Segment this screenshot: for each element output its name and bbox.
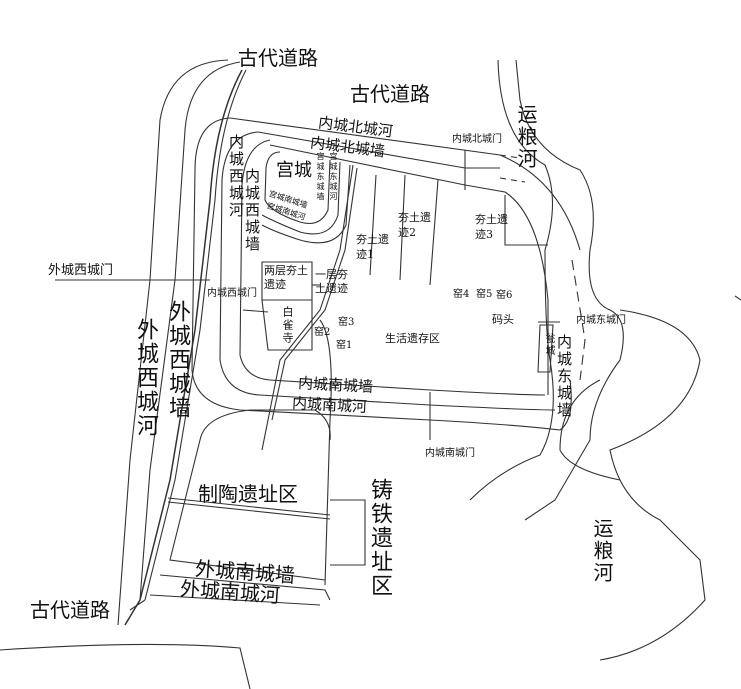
- label-living-area: 生活遗存区: [385, 332, 440, 345]
- label-wharf: 码头: [492, 313, 514, 326]
- label-one-layer-rammed: 一层夯土遗迹: [315, 268, 348, 296]
- label-inner-west-moat: 内城西城河: [227, 134, 245, 219]
- label-ancient-road-top: 古代道路: [238, 46, 318, 70]
- label-inner-south-moat: 内城南城河: [291, 394, 368, 416]
- label-palace-east-moat: 宫城东城河: [329, 152, 338, 202]
- label-two-layer-rammed: 两层夯土遗迹: [264, 264, 308, 292]
- label-rammed-1: 夯土遗迹1: [356, 233, 389, 262]
- label-inner-west-gate: 内城西城门: [207, 288, 257, 299]
- label-inner-west-wall: 内城西城墙: [243, 168, 261, 253]
- label-kiln3: 窑3: [338, 317, 355, 328]
- label-palace-city: 宫城: [276, 160, 312, 181]
- label-rammed-2: 夯土遗迹2: [398, 211, 431, 240]
- label-outer-west-moat: 外城西城河: [133, 318, 158, 438]
- label-inner-east-wall: 内城东城墙: [555, 334, 573, 419]
- label-rammed-3: 夯土遗迹3: [475, 213, 508, 242]
- label-inner-east-gate: 内城东城门: [576, 315, 626, 326]
- label-grain-canal-top: 运粮河: [514, 104, 538, 170]
- label-outer-south-moat: 外城南城河: [179, 576, 281, 608]
- label-inner-north-gate: 内城北城门: [452, 134, 502, 145]
- label-ancient-road-mid: 古代道路: [350, 82, 430, 106]
- label-kiln6: 窑6: [496, 290, 513, 301]
- label-inner-south-gate: 内城南城门: [425, 448, 475, 459]
- label-inner-south-wall: 内城南城墙: [297, 374, 374, 396]
- label-baique-temple: 白雀寺: [281, 306, 294, 345]
- label-kiln5: 窑5: [476, 289, 493, 300]
- label-kiln4: 窑4: [453, 289, 470, 300]
- label-barbican: 瓮城: [543, 333, 554, 357]
- label-kiln2: 窑2: [314, 327, 331, 338]
- label-iron-casting-area: 铸铁遗址区: [367, 478, 392, 598]
- label-kiln1: 窑1: [336, 340, 353, 351]
- label-ancient-road-bottom: 古代道路: [30, 598, 110, 622]
- label-pottery-area: 制陶遗址区: [198, 482, 298, 506]
- label-grain-canal-bottom: 运粮河: [590, 518, 614, 584]
- label-outer-west-gate: 外城西城门: [48, 263, 114, 278]
- label-palace-east-wall: 宫城东城墙: [316, 152, 325, 202]
- label-outer-west-wall: 外城西城墙: [165, 300, 190, 420]
